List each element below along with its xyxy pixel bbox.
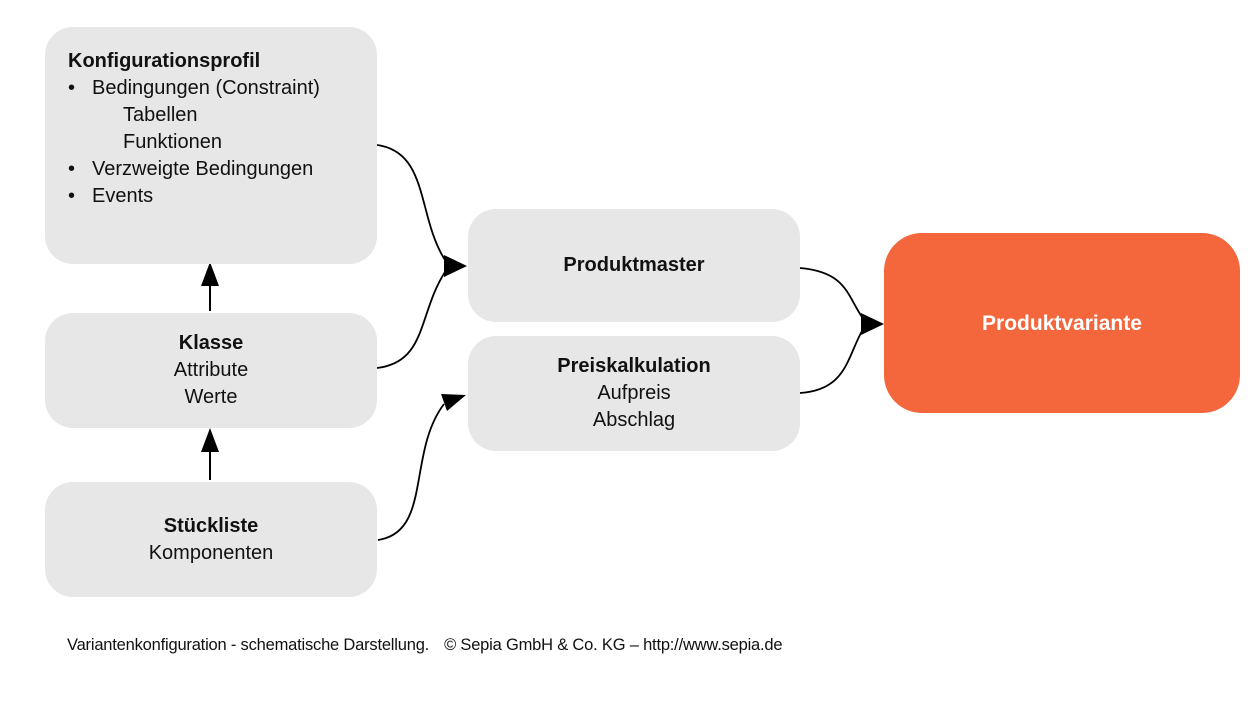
bullet-icon: • [68,158,76,180]
box-stueckliste-line: Komponenten [148,541,274,564]
box-preiskalkulation: Preiskalkulation Aufpreis Abschlag [468,336,800,451]
box-produktmaster: Produktmaster [468,209,800,322]
box-preiskalkulation-line: Abschlag [592,409,676,431]
box-klasse-title: Klasse [178,332,244,354]
list-item: • Verzweigte Bedingungen [68,156,367,183]
arrow-line-klasse-to-produktmaster [376,271,446,369]
box-produktvariante-title: Produktvariante [982,311,1142,335]
caption: Variantenkonfiguration - schematische Da… [67,636,783,655]
box-stueckliste: Stückliste Komponenten [45,482,377,597]
caption-description: Variantenkonfiguration - schematische Da… [67,636,430,654]
list-item: • Bedingungen (Constraint) [68,75,367,102]
caption-copyright: © Sepia GmbH & Co. KG – http://www.sepia… [444,636,783,654]
box-produktmaster-title: Produktmaster [563,254,705,276]
list-item-label: Events [92,185,154,207]
list-item: Funktionen [68,129,367,156]
box-produktvariante: Produktvariante [884,233,1240,413]
arrowhead-into-produktmaster [444,255,467,277]
arrow-line-preiskalkulation-to-produktvariante [799,330,863,394]
arrowhead-into-produktvariante [861,313,884,335]
list-item-label: Verzweigte Bedingungen [92,158,314,180]
box-klasse: Klasse Attribute Werte [45,313,377,428]
bullet-icon: • [68,185,76,207]
arrow-line-stueckliste-to-preiskalkulation [377,403,445,541]
box-preiskalkulation-title: Preiskalkulation [557,355,711,377]
box-klasse-line: Attribute [173,359,249,381]
box-konfigurationsprofil: Konfigurationsprofil • Bedingungen (Cons… [45,27,377,264]
box-stueckliste-title: Stückliste [163,514,259,537]
list-item-label: Bedingungen (Constraint) [92,77,320,99]
list-item: • Events [68,183,367,210]
arrow-line-konfigurationsprofil-to-produktmaster [376,144,446,261]
arrowhead-into-preiskalkulation [441,394,466,411]
list-item-label: Funktionen [123,131,222,153]
list-item: Tabellen [68,102,367,129]
box-klasse-line: Werte [184,386,238,408]
arrowhead-into-klasse [201,428,219,452]
arrow-line-produktmaster-to-produktvariante [799,267,863,318]
bullet-icon: • [68,77,76,99]
box-konfigurationsprofil-title: Konfigurationsprofil [68,50,261,72]
arrowhead-into-konfigurationsprofil [201,262,219,286]
list-item-label: Tabellen [123,104,198,126]
box-preiskalkulation-line: Aufpreis [597,382,671,404]
